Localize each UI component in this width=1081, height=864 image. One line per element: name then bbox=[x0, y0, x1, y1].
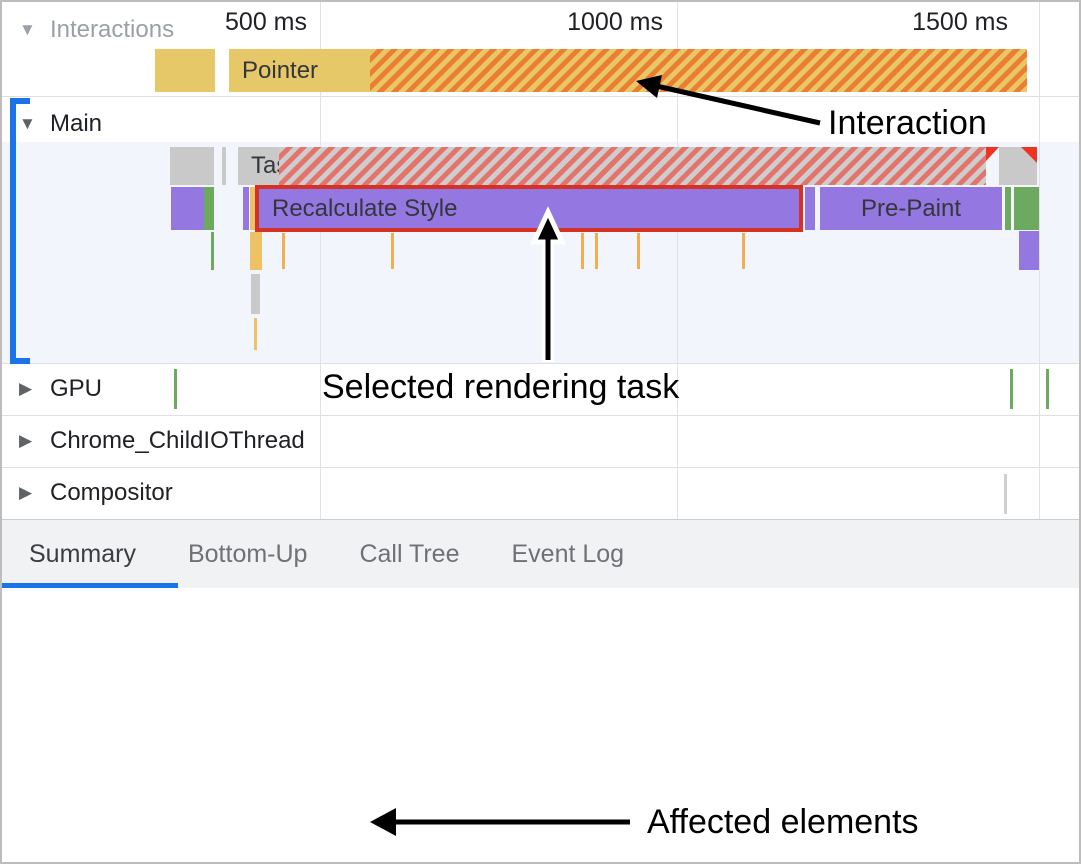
summary-panel: Recalculate Style Total Time752.09 ms Se… bbox=[2, 588, 1079, 862]
timeline-chart[interactable]: 500 ms 1000 ms 1500 ms ▼ Interactions ▼ Ma… bbox=[2, 2, 1079, 519]
collapse-triangle-icon[interactable]: ▼ bbox=[19, 20, 36, 39]
row-separator bbox=[2, 96, 1079, 97]
row-separator bbox=[2, 415, 1079, 416]
recalc-style-bar[interactable] bbox=[1019, 231, 1039, 270]
ruler-tick-label: 500 ms bbox=[225, 8, 307, 36]
long-task-striped[interactable] bbox=[279, 147, 986, 185]
pointer-interaction-ongoing[interactable] bbox=[370, 49, 1027, 92]
gridline bbox=[320, 2, 321, 519]
gpu-tick[interactable] bbox=[174, 369, 177, 409]
long-task-bar[interactable]: Task bbox=[238, 147, 300, 185]
gpu-track-header[interactable]: ▶ GPU bbox=[19, 375, 102, 403]
flame-bar-label: Pointer bbox=[242, 56, 319, 84]
tab-bottom-up[interactable]: Bottom-Up bbox=[187, 539, 308, 568]
script-tick[interactable] bbox=[581, 233, 584, 269]
pre-paint-bar[interactable]: Pre-Paint bbox=[820, 187, 1002, 230]
script-tick[interactable] bbox=[637, 233, 640, 269]
gridline bbox=[1039, 2, 1040, 519]
child-io-track-label: Chrome_ChildIOThread bbox=[50, 427, 305, 454]
gpu-tick[interactable] bbox=[1046, 369, 1049, 409]
flame-bar-label: Recalculate Style bbox=[272, 194, 458, 222]
interaction-event-bar[interactable] bbox=[155, 49, 215, 92]
recalc-style-bar[interactable] bbox=[805, 187, 815, 230]
tab-event-log[interactable]: Event Log bbox=[511, 539, 625, 568]
ruler-tick-label: 1000 ms bbox=[567, 8, 663, 36]
affected-elements-annotation: Affected elements bbox=[647, 803, 919, 841]
task-bar[interactable] bbox=[222, 147, 226, 185]
script-bar[interactable] bbox=[250, 187, 259, 230]
selection-bracket bbox=[10, 358, 30, 364]
compositor-track-header[interactable]: ▶ Compositor bbox=[19, 479, 173, 507]
paint-bar[interactable] bbox=[204, 187, 214, 230]
main-track-header[interactable]: ▼ Main bbox=[19, 110, 102, 138]
recalc-style-bar[interactable] bbox=[171, 187, 204, 230]
script-bar[interactable] bbox=[250, 232, 262, 270]
active-tab-underline bbox=[2, 583, 178, 588]
recalculate-style-selected-bar[interactable]: Recalculate Style bbox=[255, 185, 803, 232]
expand-triangle-icon[interactable]: ▶ bbox=[19, 483, 33, 502]
script-tick[interactable] bbox=[742, 233, 745, 269]
ruler-tick-label: 1500 ms bbox=[912, 8, 1008, 36]
interactions-track-header[interactable]: ▼ Interactions bbox=[19, 16, 174, 44]
flame-bar-label: Pre-Paint bbox=[860, 194, 962, 222]
expand-triangle-icon[interactable]: ▶ bbox=[19, 431, 33, 450]
selection-bracket bbox=[10, 98, 30, 104]
tab-call-tree[interactable]: Call Tree bbox=[359, 539, 460, 568]
script-tick[interactable] bbox=[282, 233, 285, 269]
pointer-interaction-bar[interactable]: Pointer bbox=[229, 49, 370, 92]
compositor-tick[interactable] bbox=[1004, 474, 1007, 514]
collapse-triangle-icon[interactable]: ▼ bbox=[19, 114, 36, 133]
tab-summary[interactable]: Summary bbox=[29, 539, 136, 568]
gpu-tick[interactable] bbox=[1010, 369, 1013, 409]
recalc-style-bar[interactable] bbox=[243, 187, 249, 230]
expand-triangle-icon[interactable]: ▶ bbox=[19, 379, 33, 398]
details-tab-bar: Summary Bottom-Up Call Tree Event Log bbox=[2, 519, 1079, 588]
selection-bracket bbox=[10, 98, 16, 364]
selected-task-annotation: Selected rendering task bbox=[322, 368, 680, 406]
task-bar[interactable] bbox=[170, 147, 214, 185]
row-separator bbox=[2, 363, 1079, 364]
row-separator bbox=[2, 467, 1079, 468]
paint-bar[interactable] bbox=[1014, 187, 1039, 230]
paint-bar[interactable] bbox=[1005, 187, 1011, 230]
interactions-track-label: Interactions bbox=[50, 16, 175, 43]
script-tick[interactable] bbox=[391, 233, 394, 269]
system-bar[interactable] bbox=[251, 274, 260, 314]
paint-tick[interactable] bbox=[211, 232, 214, 270]
gpu-track-label: GPU bbox=[50, 375, 103, 402]
interaction-annotation: Interaction bbox=[828, 104, 987, 142]
script-tick[interactable] bbox=[254, 318, 257, 350]
main-track-label: Main bbox=[50, 110, 103, 137]
gridline bbox=[677, 2, 678, 519]
task-bar-end[interactable] bbox=[999, 147, 1037, 185]
compositor-track-label: Compositor bbox=[50, 479, 173, 506]
child-io-track-header[interactable]: ▶ Chrome_ChildIOThread bbox=[19, 427, 305, 455]
script-tick[interactable] bbox=[595, 233, 598, 269]
